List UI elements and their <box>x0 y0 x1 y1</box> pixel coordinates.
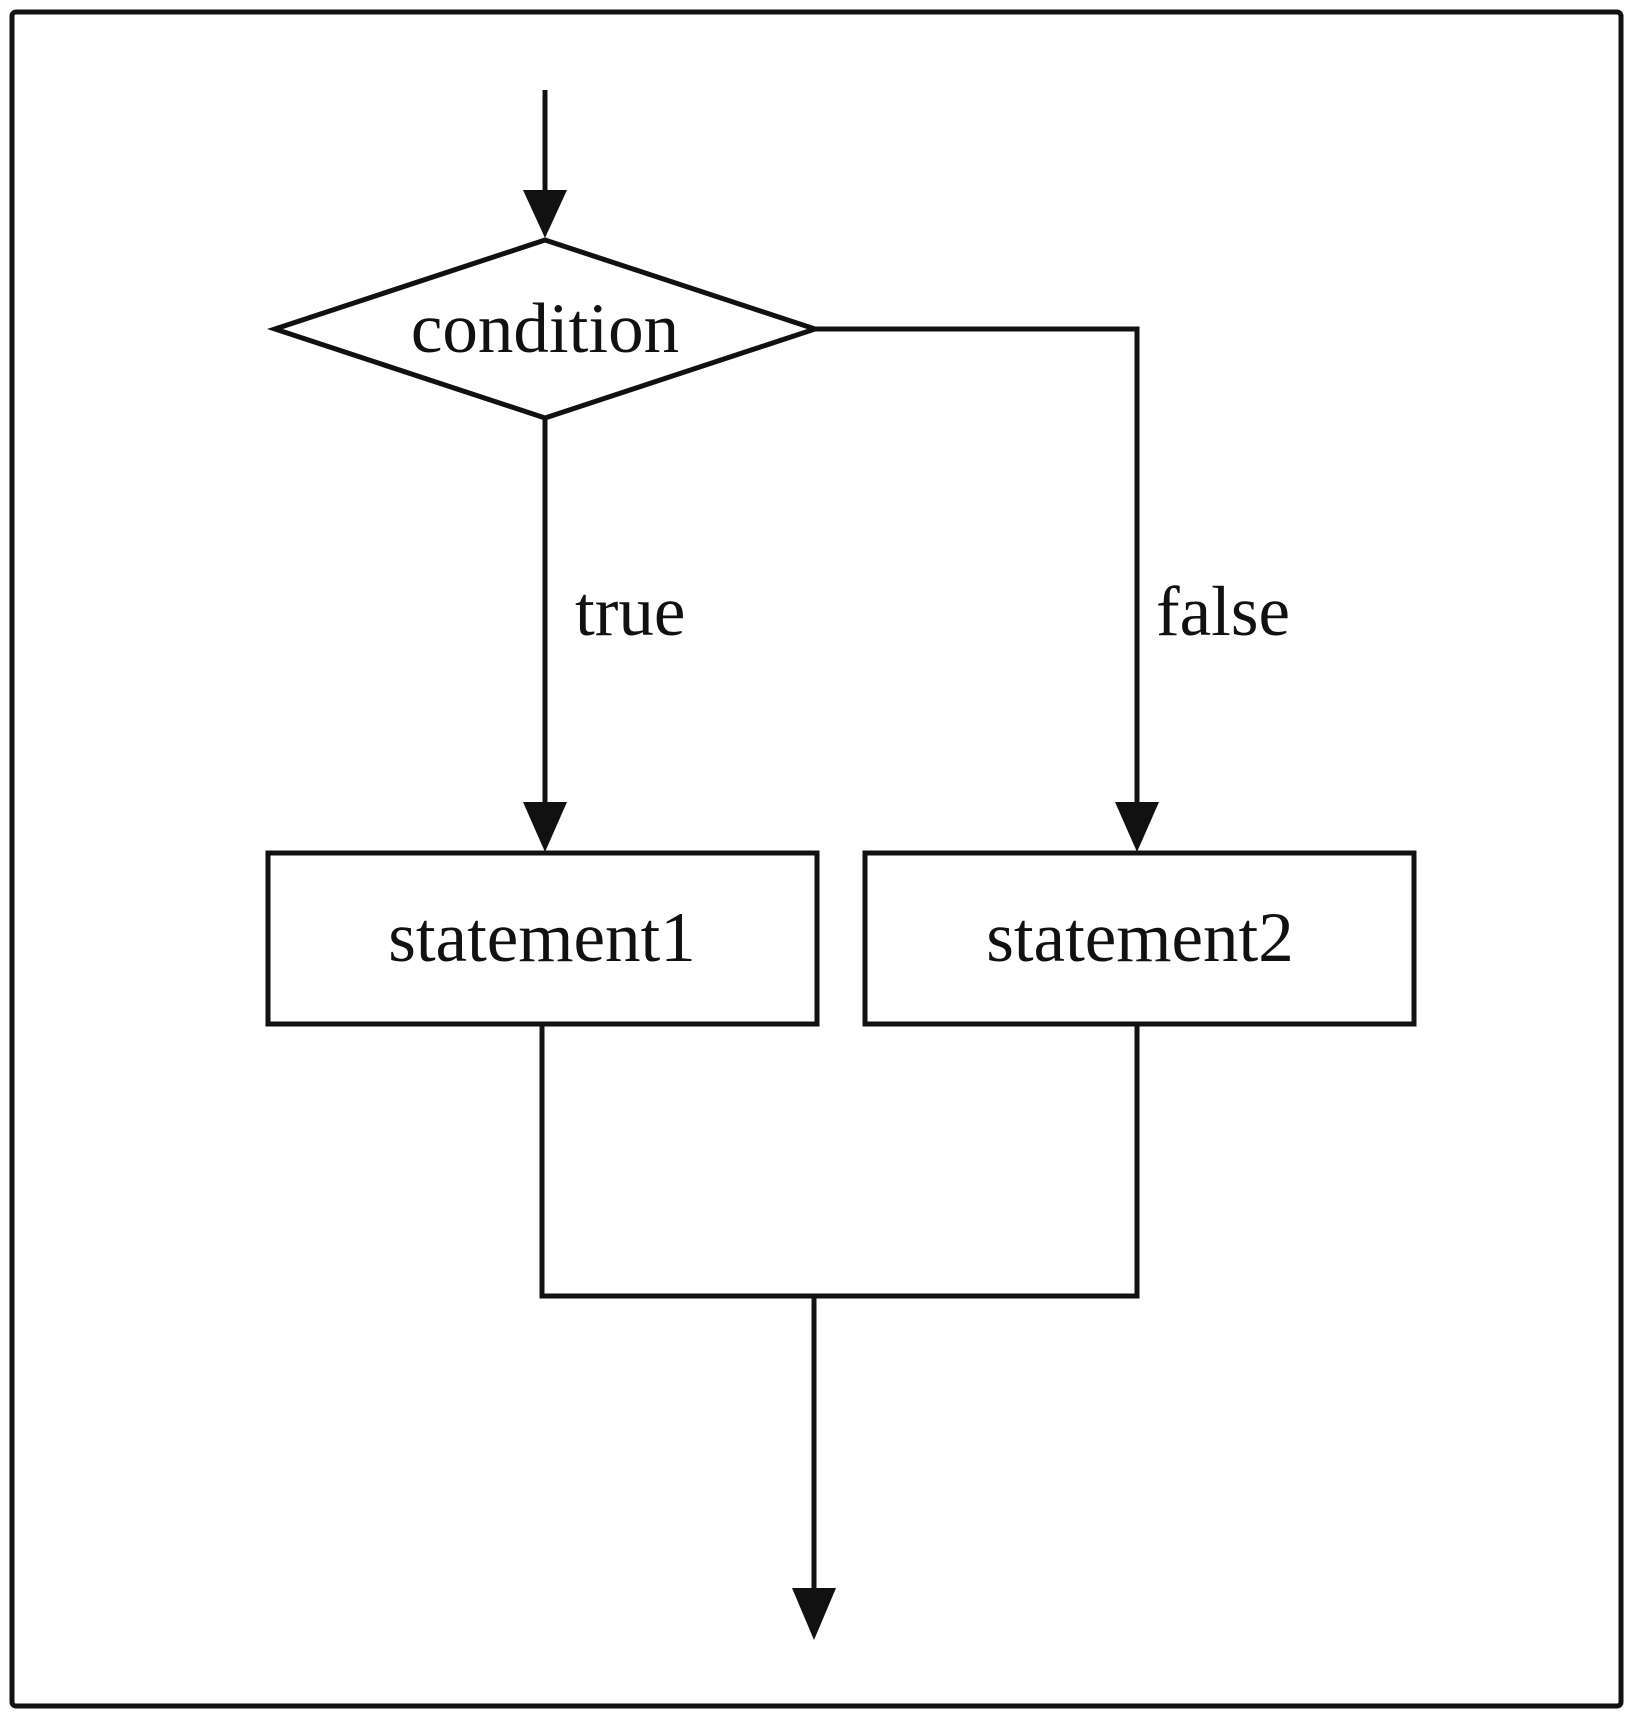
entry-arrowhead <box>523 190 567 238</box>
decision-label: condition <box>411 290 679 368</box>
false-branch-arrowhead <box>1115 802 1159 852</box>
true-branch-arrowhead <box>523 802 567 852</box>
false-branch-line <box>815 326 1140 802</box>
statement1-label: statement1 <box>388 899 696 977</box>
true-branch-label: true <box>575 573 685 651</box>
exit-arrowhead <box>792 1588 836 1640</box>
statement1-box <box>265 850 820 1027</box>
false-branch-label: false <box>1156 573 1290 651</box>
statement2-label: statement2 <box>986 899 1294 977</box>
merge-connector <box>539 1024 1140 1299</box>
